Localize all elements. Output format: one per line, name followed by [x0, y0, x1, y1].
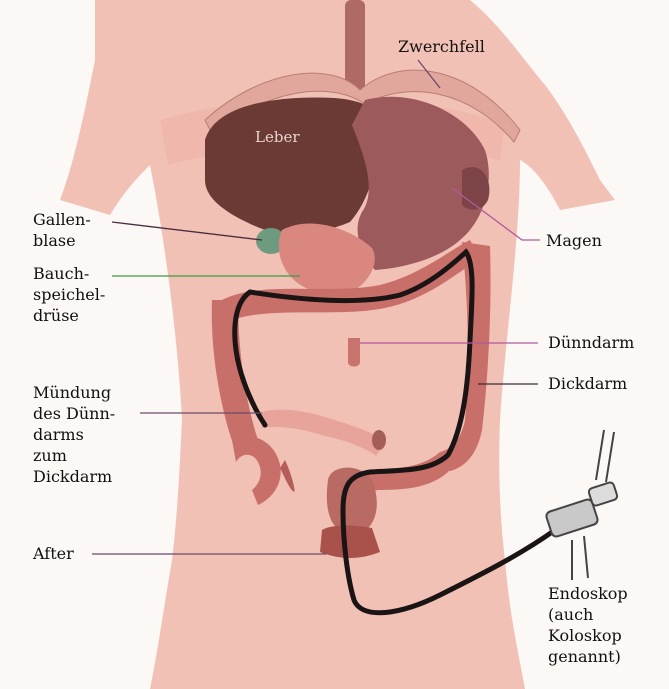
label-bauch-line2: speichel-: [33, 284, 105, 305]
label-endoskop-line2: (auch: [548, 604, 628, 625]
small-intestine-cut: [348, 338, 360, 367]
label-duenndarm: Dünndarm: [548, 332, 634, 353]
label-duenndarm-text: Dünndarm: [548, 332, 634, 353]
label-dickdarm: Dickdarm: [548, 373, 627, 394]
label-zwerchfell-text: Zwerchfell: [398, 36, 485, 57]
label-endoskop: Endoskop (auch Koloskop genannt): [548, 583, 628, 667]
label-muendung-line2: des Dünn-: [33, 403, 115, 424]
label-magen: Magen: [546, 230, 602, 251]
label-muendung-line4: zum: [33, 445, 115, 466]
label-zwerchfell: Zwerchfell: [398, 36, 485, 57]
label-gallenblase-line1: Gallen-: [33, 209, 91, 230]
label-gallenblase: Gallen- blase: [33, 209, 91, 251]
label-endoskop-line3: Koloskop: [548, 625, 628, 646]
label-after: After: [33, 543, 74, 564]
label-endoskop-line1: Endoskop: [548, 583, 628, 604]
label-muendung: Mündung des Dünn- darms zum Dickdarm: [33, 382, 115, 487]
anus: [320, 526, 380, 558]
label-gallenblase-line2: blase: [33, 230, 91, 251]
label-magen-text: Magen: [546, 230, 602, 251]
label-bauch-line1: Bauch-: [33, 263, 105, 284]
endoscope-handle: [545, 430, 618, 580]
label-muendung-line5: Dickdarm: [33, 466, 115, 487]
label-after-text: After: [33, 543, 74, 564]
label-endoskop-line4: genannt): [548, 646, 628, 667]
label-bauch-line3: drüse: [33, 305, 105, 326]
label-bauchspeicheldruese: Bauch- speichel- drüse: [33, 263, 105, 326]
label-dickdarm-text: Dickdarm: [548, 373, 627, 394]
small-intestine-opening: [372, 430, 386, 450]
label-muendung-line3: darms: [33, 424, 115, 445]
label-leber: Leber: [255, 128, 300, 146]
liver: [205, 97, 382, 233]
label-muendung-line1: Mündung: [33, 382, 115, 403]
